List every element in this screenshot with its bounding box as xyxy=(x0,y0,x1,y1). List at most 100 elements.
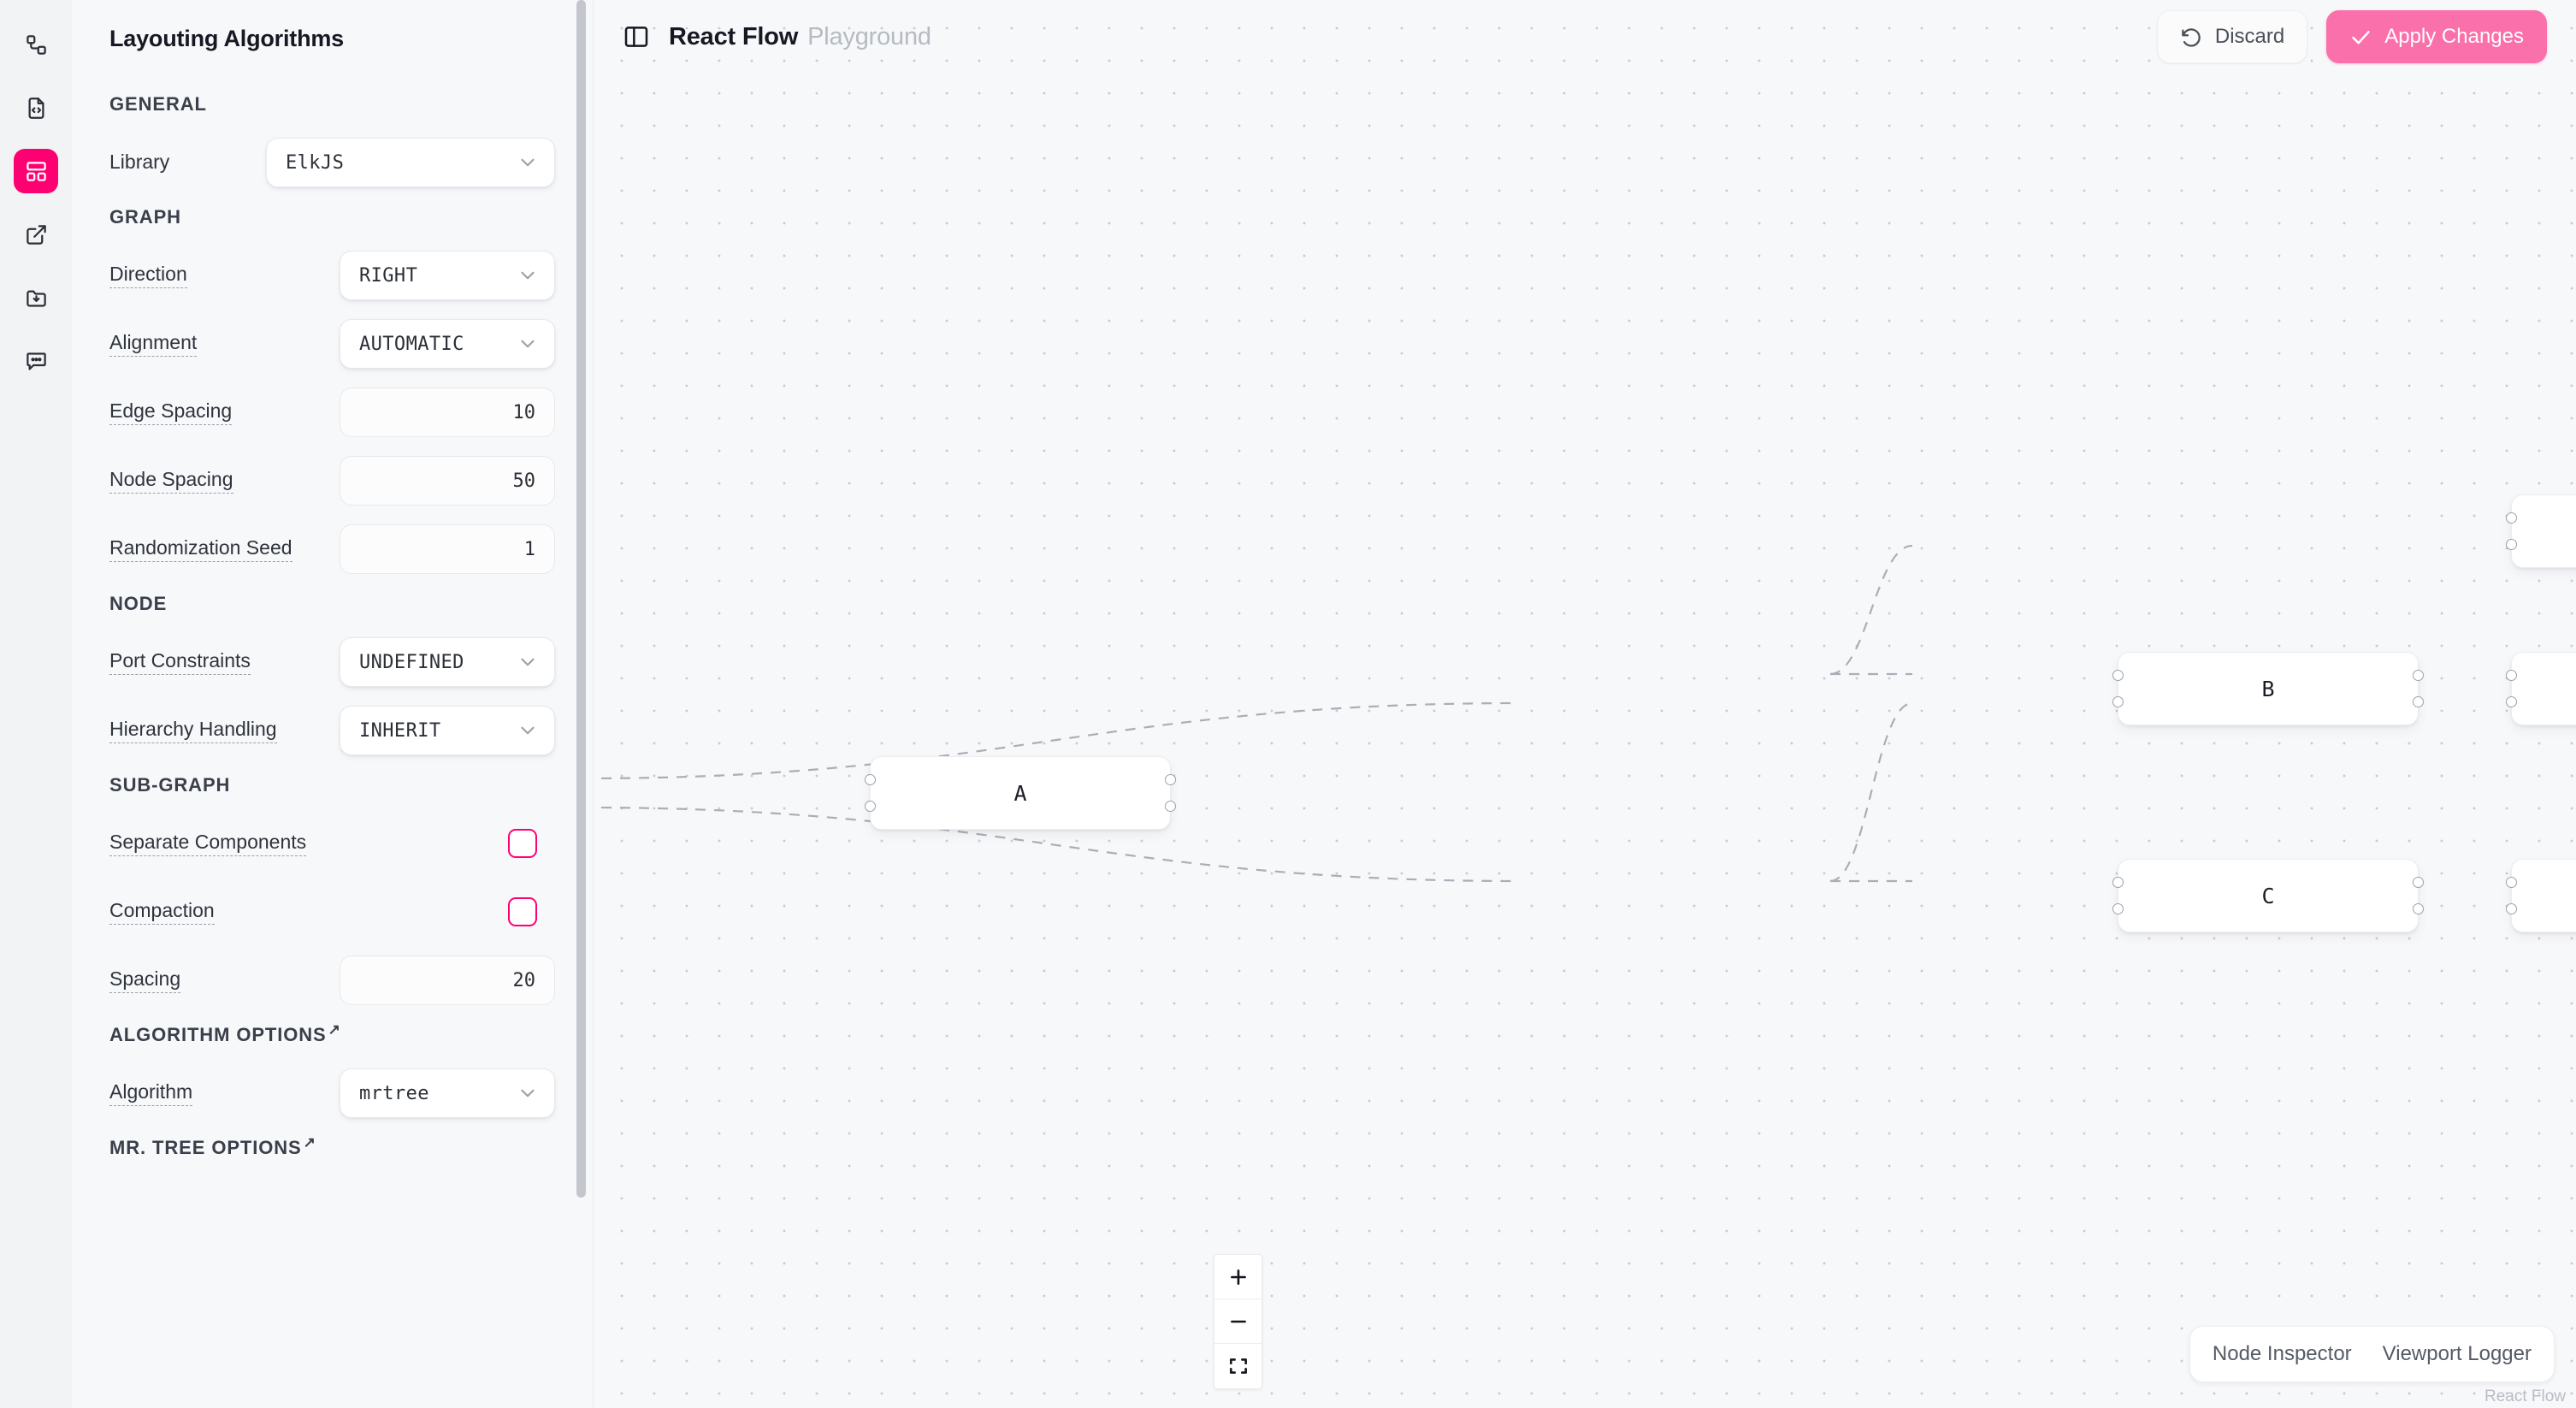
handle-target-top[interactable] xyxy=(865,774,876,785)
chevron-down-icon xyxy=(517,651,539,673)
handle-target-bottom[interactable] xyxy=(2506,539,2517,550)
section-heading-mr-tree-options[interactable]: MR. TREE OPTIONS↗ xyxy=(109,1134,555,1159)
select-library[interactable]: ElkJS xyxy=(266,138,555,187)
handle-source-bottom[interactable] xyxy=(2413,903,2424,914)
zoom-controls xyxy=(1214,1254,1262,1389)
handle-target-top[interactable] xyxy=(2506,512,2517,524)
rail-item-download[interactable] xyxy=(14,275,58,320)
undo-history-icon xyxy=(2180,26,2203,49)
handle-target-bottom[interactable] xyxy=(865,801,876,812)
rail-item-feedback[interactable] xyxy=(14,339,58,383)
layout-panels-icon xyxy=(25,160,48,183)
handle-target-bottom[interactable] xyxy=(2112,696,2124,707)
handle-target-top[interactable] xyxy=(2112,670,2124,681)
handle-source-top[interactable] xyxy=(2413,670,2424,681)
icon-rail xyxy=(0,0,72,1408)
setting-row-hierarchy-handling: Hierarchy Handling INHERIT xyxy=(109,706,555,755)
input-randomization-seed[interactable]: 1 xyxy=(340,524,555,574)
tab-node-inspector[interactable]: Node Inspector xyxy=(2212,1342,2352,1365)
flow-node-a[interactable]: A xyxy=(865,756,1176,830)
section-heading-label: GRAPH xyxy=(109,206,181,228)
flow-canvas[interactable]: React Flow Playground Discard Apply Chan… xyxy=(594,0,2576,1408)
select-value-port-constraints: UNDEFINED xyxy=(359,651,464,673)
setting-row-separate-components: Separate Components xyxy=(109,819,555,868)
select-direction[interactable]: RIGHT xyxy=(340,251,555,300)
label-algorithm: Algorithm xyxy=(109,1080,193,1106)
handle-target-top[interactable] xyxy=(2112,877,2124,888)
bottom-tab-bar: Node Inspector Viewport Logger xyxy=(2189,1326,2555,1382)
tab-viewport-logger[interactable]: Viewport Logger xyxy=(2382,1342,2532,1365)
handle-target-top[interactable] xyxy=(2506,670,2517,681)
chevron-down-icon xyxy=(517,333,539,355)
zoom-out-button[interactable] xyxy=(1214,1299,1261,1344)
select-port-constraints[interactable]: UNDEFINED xyxy=(340,637,555,687)
zoom-in-button[interactable] xyxy=(1214,1255,1261,1299)
handle-target-bottom[interactable] xyxy=(2112,903,2124,914)
label-hierarchy-handling: Hierarchy Handling xyxy=(109,718,277,743)
flow-node-d[interactable]: D xyxy=(2506,494,2576,568)
handle-target-bottom[interactable] xyxy=(2506,696,2517,707)
checkbox-compaction[interactable] xyxy=(508,897,537,926)
flow-edge-b-d[interactable] xyxy=(1829,544,1913,676)
input-subgraph-spacing[interactable]: 20 xyxy=(340,955,555,1005)
section-heading-node: NODE xyxy=(109,593,555,615)
file-code-icon xyxy=(25,97,48,120)
section-heading-label: SUB-GRAPH xyxy=(109,774,231,796)
label-port-constraints: Port Constraints xyxy=(109,649,251,675)
sidebar-scrollbar[interactable] xyxy=(576,0,586,1408)
select-alignment[interactable]: AUTOMATIC xyxy=(340,319,555,369)
input-node-spacing[interactable]: 50 xyxy=(340,456,555,506)
handle-source-bottom[interactable] xyxy=(1165,801,1176,812)
page-title: Layouting Algorithms xyxy=(109,26,344,51)
flow-node-f[interactable]: F xyxy=(2506,859,2576,932)
handle-target-top[interactable] xyxy=(2506,877,2517,888)
flow-node-e[interactable]: E xyxy=(2506,652,2576,725)
apply-changes-button[interactable]: Apply Changes xyxy=(2326,10,2547,63)
handle-source-top[interactable] xyxy=(2413,877,2424,888)
fit-view-icon xyxy=(1227,1355,1250,1377)
label-randomization-seed: Randomization Seed xyxy=(109,536,292,562)
section-heading-graph: GRAPH xyxy=(109,206,555,228)
flow-edge-c-e[interactable] xyxy=(1829,701,1913,883)
checkbox-separate-components[interactable] xyxy=(508,829,537,858)
sidebar-scrollbar-thumb[interactable] xyxy=(576,0,586,1198)
fit-view-button[interactable] xyxy=(1214,1344,1261,1388)
brand-subtitle: Playground xyxy=(807,22,931,50)
discard-button[interactable]: Discard xyxy=(2156,10,2308,63)
setting-row-port-constraints: Port Constraints UNDEFINED xyxy=(109,637,555,687)
rail-item-layout[interactable] xyxy=(14,149,58,193)
section-heading-label: NODE xyxy=(109,593,168,614)
rail-item-open-external[interactable] xyxy=(14,212,58,257)
input-edge-spacing[interactable]: 10 xyxy=(340,387,555,437)
flow-node-b[interactable]: B xyxy=(2112,652,2424,725)
rail-item-code[interactable] xyxy=(14,86,58,130)
select-hierarchy-handling[interactable]: INHERIT xyxy=(340,706,555,755)
handle-target-bottom[interactable] xyxy=(2506,903,2517,914)
select-algorithm[interactable]: mrtree xyxy=(340,1068,555,1118)
setting-row-compaction: Compaction xyxy=(109,887,555,937)
label-edge-spacing: Edge Spacing xyxy=(109,399,233,425)
label-compaction: Compaction xyxy=(109,899,215,925)
handle-source-bottom[interactable] xyxy=(2413,696,2424,707)
minus-icon xyxy=(1227,1310,1250,1333)
section-heading-algorithm-options[interactable]: ALGORITHM OPTIONS↗ xyxy=(109,1021,555,1046)
nodes-graph-icon xyxy=(25,33,48,56)
rail-item-nodes[interactable] xyxy=(14,22,58,67)
setting-row-algorithm: Algorithm mrtree xyxy=(109,1068,555,1118)
panel-left-icon[interactable] xyxy=(619,20,653,54)
react-flow-attribution[interactable]: React Flow xyxy=(2484,1387,2566,1405)
select-value-alignment: AUTOMATIC xyxy=(359,333,464,355)
external-link-arrow-icon: ↗ xyxy=(328,1021,341,1038)
handle-source-top[interactable] xyxy=(1165,774,1176,785)
setting-row-randomization-seed: Randomization Seed 1 xyxy=(109,524,555,574)
flow-node-c[interactable]: C xyxy=(2112,859,2424,932)
chevron-down-icon xyxy=(517,151,539,174)
select-value-direction: RIGHT xyxy=(359,264,418,287)
label-separate-components: Separate Components xyxy=(109,831,307,856)
select-value-hierarchy-handling: INHERIT xyxy=(359,719,441,742)
